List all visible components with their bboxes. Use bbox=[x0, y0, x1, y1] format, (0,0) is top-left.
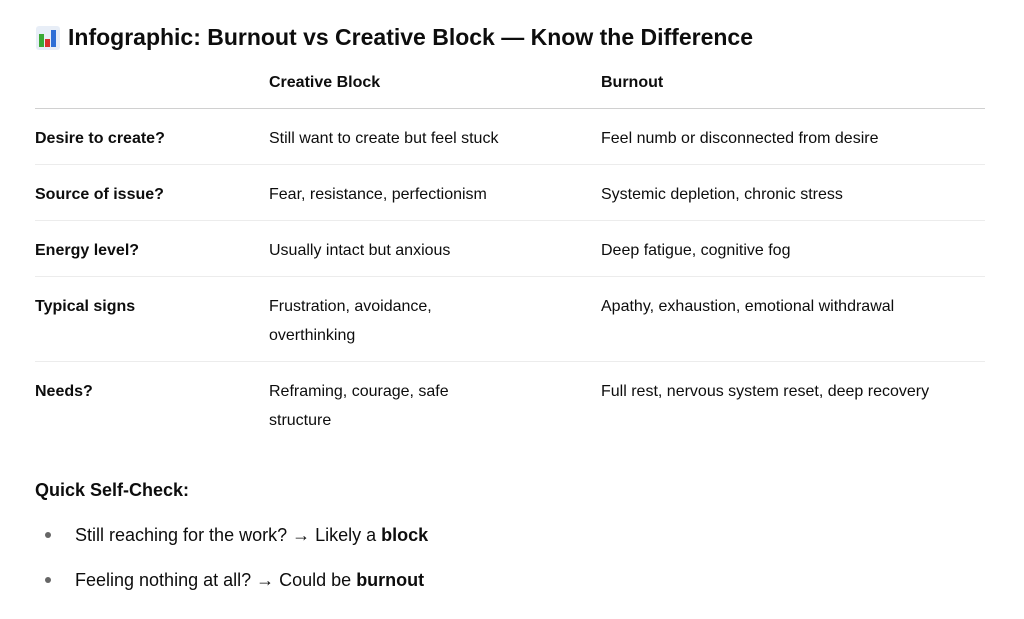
table-row: Desire to create? Still want to create b… bbox=[35, 108, 985, 165]
bullet-icon bbox=[45, 577, 51, 583]
bullet-icon bbox=[45, 532, 51, 538]
row-label: Needs? bbox=[35, 383, 93, 400]
table-cell: Fear, resistance, perfectionism bbox=[269, 164, 601, 221]
item-text: Still reaching for the work? → Likely a bbox=[75, 525, 382, 545]
list-item: Still reaching for the work? → Likely a … bbox=[0, 520, 428, 565]
table-cell: Feel numb or disconnected from desire bbox=[601, 108, 985, 165]
table-header-row: Creative Block Burnout bbox=[35, 74, 985, 109]
page-title: Infographic: Burnout vs Creative Block —… bbox=[36, 24, 753, 51]
table-row: Needs? Reframing, courage, safe structur… bbox=[35, 362, 985, 447]
header-cell: Creative Block bbox=[269, 74, 601, 109]
table-cell: Apathy, exhaustion, emotional withdrawal bbox=[601, 276, 985, 362]
self-check-list: Still reaching for the work? → Likely a … bbox=[0, 520, 428, 610]
table-cell: Usually intact but anxious bbox=[269, 220, 601, 277]
table-row: Typical signs Frustration, avoidance, ov… bbox=[35, 276, 985, 362]
row-label: Desire to create? bbox=[35, 108, 269, 165]
row-label: Typical signs bbox=[35, 276, 269, 362]
self-check-heading: Quick Self-Check: bbox=[35, 480, 190, 500]
header-cell: Burnout bbox=[601, 74, 985, 109]
table-cell: Systemic depletion, chronic stress bbox=[601, 164, 985, 221]
list-item: Feeling nothing at all? → Could be burno… bbox=[0, 565, 428, 610]
header-cell bbox=[35, 74, 269, 109]
table-row: Source of issue? Fear, resistance, perfe… bbox=[35, 164, 985, 221]
table-cell: Full rest, nervous system reset, deep re… bbox=[601, 383, 930, 400]
row-label: Energy level? bbox=[35, 220, 269, 277]
bar-chart-icon bbox=[36, 25, 60, 50]
table-cell: Reframing, courage, safe structure bbox=[269, 383, 449, 429]
item-bold: burnout bbox=[356, 570, 425, 590]
title-text: Infographic: Burnout vs Creative Block —… bbox=[68, 24, 753, 50]
item-text: Feeling nothing at all? → Could be bbox=[75, 570, 357, 590]
table-row: Energy level? Usually intact but anxious… bbox=[35, 220, 985, 277]
row-label: Source of issue? bbox=[35, 164, 269, 221]
item-bold: block bbox=[381, 525, 429, 545]
comparison-table: Creative Block Burnout Desire to create?… bbox=[35, 74, 985, 446]
table-cell: Still want to create but feel stuck bbox=[269, 108, 601, 165]
table-cell: Deep fatigue, cognitive fog bbox=[601, 220, 985, 277]
table-cell: Frustration, avoidance, overthinking bbox=[269, 276, 601, 362]
